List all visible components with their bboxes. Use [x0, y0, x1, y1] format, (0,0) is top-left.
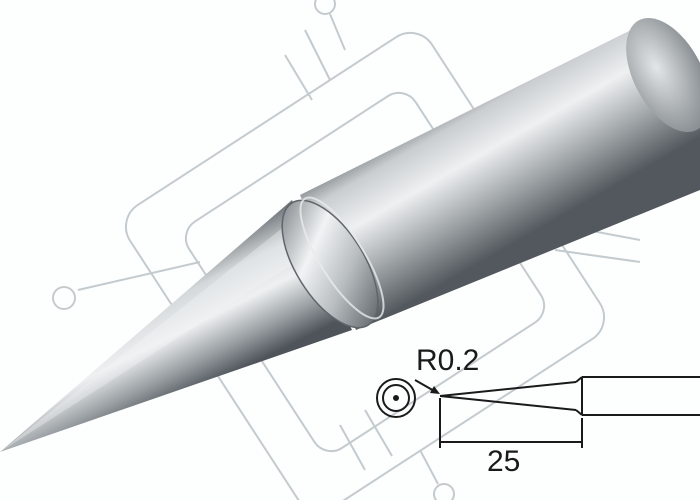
soldering-tip-collar [281, 196, 385, 329]
radius-arrow-head [430, 386, 440, 394]
soldering-tip-cone [0, 200, 352, 452]
tip-profile-outline [439, 376, 700, 416]
cross-section-circle-icon [376, 378, 416, 418]
tip-length-label: 25 [487, 445, 521, 478]
tip-radius-label: R0.2 [416, 344, 480, 377]
length-dimension-line [439, 398, 583, 448]
soldering-tip-barrel [300, 17, 700, 330]
tip-dimension-drawing [376, 376, 700, 448]
